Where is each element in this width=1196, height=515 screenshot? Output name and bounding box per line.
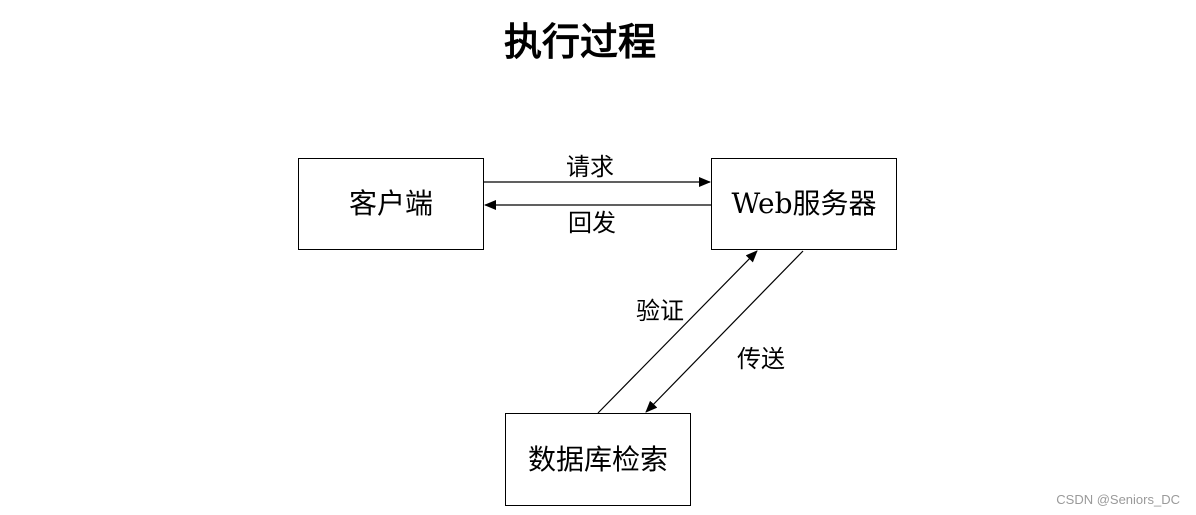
diagram-title: 执行过程: [503, 19, 656, 64]
transmit-arrow: [645, 250, 804, 413]
web-server-node: Web服务器: [711, 158, 897, 250]
client-node-label: 客户端: [348, 187, 433, 220]
watermark: CSDN @Seniors_DC: [1056, 492, 1180, 507]
verify-arrow: [597, 250, 758, 414]
client-node: 客户端: [298, 158, 484, 250]
database-node-label: 数据库检索: [527, 442, 668, 476]
request-label: 请求: [566, 153, 614, 181]
transmit-label: 传送: [737, 345, 785, 373]
verify-label: 验证: [636, 297, 684, 325]
reply-label: 回发: [568, 209, 616, 237]
database-node: 数据库检索: [505, 413, 691, 506]
web-server-node-label: Web服务器: [731, 187, 877, 220]
